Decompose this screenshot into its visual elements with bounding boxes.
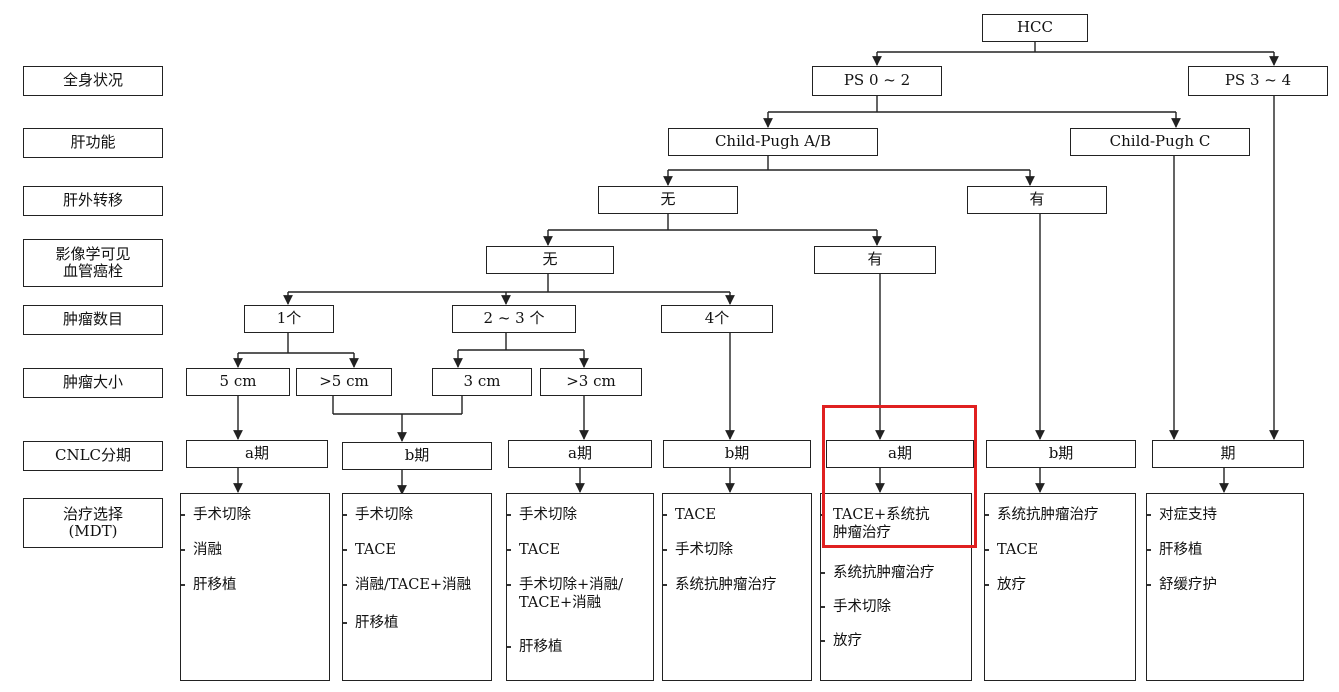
row-label-tumor-size: 肿瘤大小 — [23, 368, 163, 398]
stage-box-2: b期 — [342, 442, 492, 470]
treatment-item: TACE — [507, 541, 653, 559]
treatment-item: 放疗 — [985, 576, 1135, 594]
treatment-item: 放疗 — [821, 632, 971, 650]
treatment-item: 系统抗肿瘤治疗 — [821, 564, 971, 582]
treatment-item: 手术切除 — [663, 541, 811, 559]
row-label-meta: 肝外转移 — [23, 186, 163, 216]
treatment-box-2: 手术切除 TACE 消融/TACE+消融 肝移植 — [342, 493, 492, 681]
treatment-item: TACE — [663, 506, 811, 524]
stage-box-5: a期 — [826, 440, 974, 468]
treatment-box-7: 对症支持 肝移植 舒缓疗护 — [1146, 493, 1304, 681]
node-hcc: HCC — [982, 14, 1088, 42]
treatment-box-5: TACE+系统抗 肿瘤治疗 系统抗肿瘤治疗 手术切除 放疗 — [820, 493, 972, 681]
row-label-cnlc-stage: CNLC分期 — [23, 441, 163, 471]
treatment-item: 手术切除 — [821, 598, 971, 616]
treatment-item: 系统抗肿瘤治疗 — [985, 506, 1135, 524]
treatment-item: 手术切除 — [181, 506, 329, 524]
node-tumor-1: 1个 — [244, 305, 334, 333]
node-ps-0-2: PS 0 ~ 2 — [812, 66, 942, 96]
node-tumor-2-3: 2 ~ 3 个 — [452, 305, 576, 333]
treatment-item: 手术切除+消融/ TACE+消融 — [507, 576, 653, 612]
treatment-item: 消融 — [181, 541, 329, 559]
row-label-tumor-number: 肿瘤数目 — [23, 305, 163, 335]
treatment-item: 肝移植 — [507, 638, 653, 656]
node-ps-3-4: PS 3 ~ 4 — [1188, 66, 1328, 96]
stage-box-1: a期 — [186, 440, 328, 468]
treatment-box-6: 系统抗肿瘤治疗 TACE 放疗 — [984, 493, 1136, 681]
stage-box-4: b期 — [663, 440, 811, 468]
row-label-vascular: 影像学可见 血管癌栓 — [23, 239, 163, 287]
node-child-pugh-ab: Child-Pugh A/B — [668, 128, 878, 156]
node-size-3cm: 3 cm — [432, 368, 532, 396]
node-vascular-yes: 有 — [814, 246, 936, 274]
node-metastasis-yes: 有 — [967, 186, 1107, 214]
treatment-item: 消融/TACE+消融 — [343, 576, 491, 594]
treatment-box-3: 手术切除 TACE 手术切除+消融/ TACE+消融 肝移植 — [506, 493, 654, 681]
treatment-item: 肝移植 — [1147, 541, 1303, 559]
treatment-item: 肝移植 — [181, 576, 329, 594]
treatment-item: 对症支持 — [1147, 506, 1303, 524]
node-metastasis-no: 无 — [598, 186, 738, 214]
treatment-item: 系统抗肿瘤治疗 — [663, 576, 811, 594]
stage-box-6: b期 — [986, 440, 1136, 468]
treatment-item: 手术切除 — [507, 506, 653, 524]
treatment-item: TACE+系统抗 肿瘤治疗 — [821, 506, 971, 542]
node-vascular-no: 无 — [486, 246, 614, 274]
treatment-item: TACE — [985, 541, 1135, 559]
node-child-pugh-c: Child-Pugh C — [1070, 128, 1250, 156]
treatment-item: 手术切除 — [343, 506, 491, 524]
treatment-box-4: TACE 手术切除 系统抗肿瘤治疗 — [662, 493, 812, 681]
node-size-over-3cm: >3 cm — [540, 368, 642, 396]
stage-box-7: 期 — [1152, 440, 1304, 468]
node-size-5cm: 5 cm — [186, 368, 290, 396]
treatment-item: TACE — [343, 541, 491, 559]
row-label-treatment: 治疗选择 (MDT) — [23, 498, 163, 548]
node-size-over-5cm: >5 cm — [296, 368, 392, 396]
treatment-item: 舒缓疗护 — [1147, 576, 1303, 594]
row-label-liver: 肝功能 — [23, 128, 163, 158]
stage-box-3: a期 — [508, 440, 652, 468]
treatment-box-1: 手术切除 消融 肝移植 — [180, 493, 330, 681]
treatment-item: 肝移植 — [343, 614, 491, 632]
node-tumor-4: 4个 — [661, 305, 773, 333]
row-label-ps: 全身状况 — [23, 66, 163, 96]
highlight-frame — [822, 405, 977, 548]
